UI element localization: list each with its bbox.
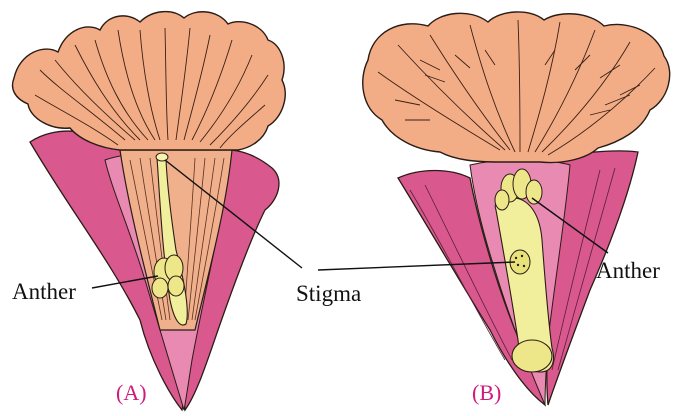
- label-anther-a: Anther: [12, 280, 76, 303]
- panel-label-b: (B): [472, 382, 501, 404]
- label-stigma: Stigma: [296, 282, 361, 305]
- flower-a: [13, 12, 286, 410]
- panel-label-a: (A): [116, 382, 147, 404]
- flower-b: [363, 12, 670, 405]
- flower-b-petals: [363, 12, 670, 163]
- label-anther-b: Anther: [596, 259, 660, 282]
- flower-b-ovary: [512, 340, 552, 372]
- flower-a-stigma: [156, 153, 168, 161]
